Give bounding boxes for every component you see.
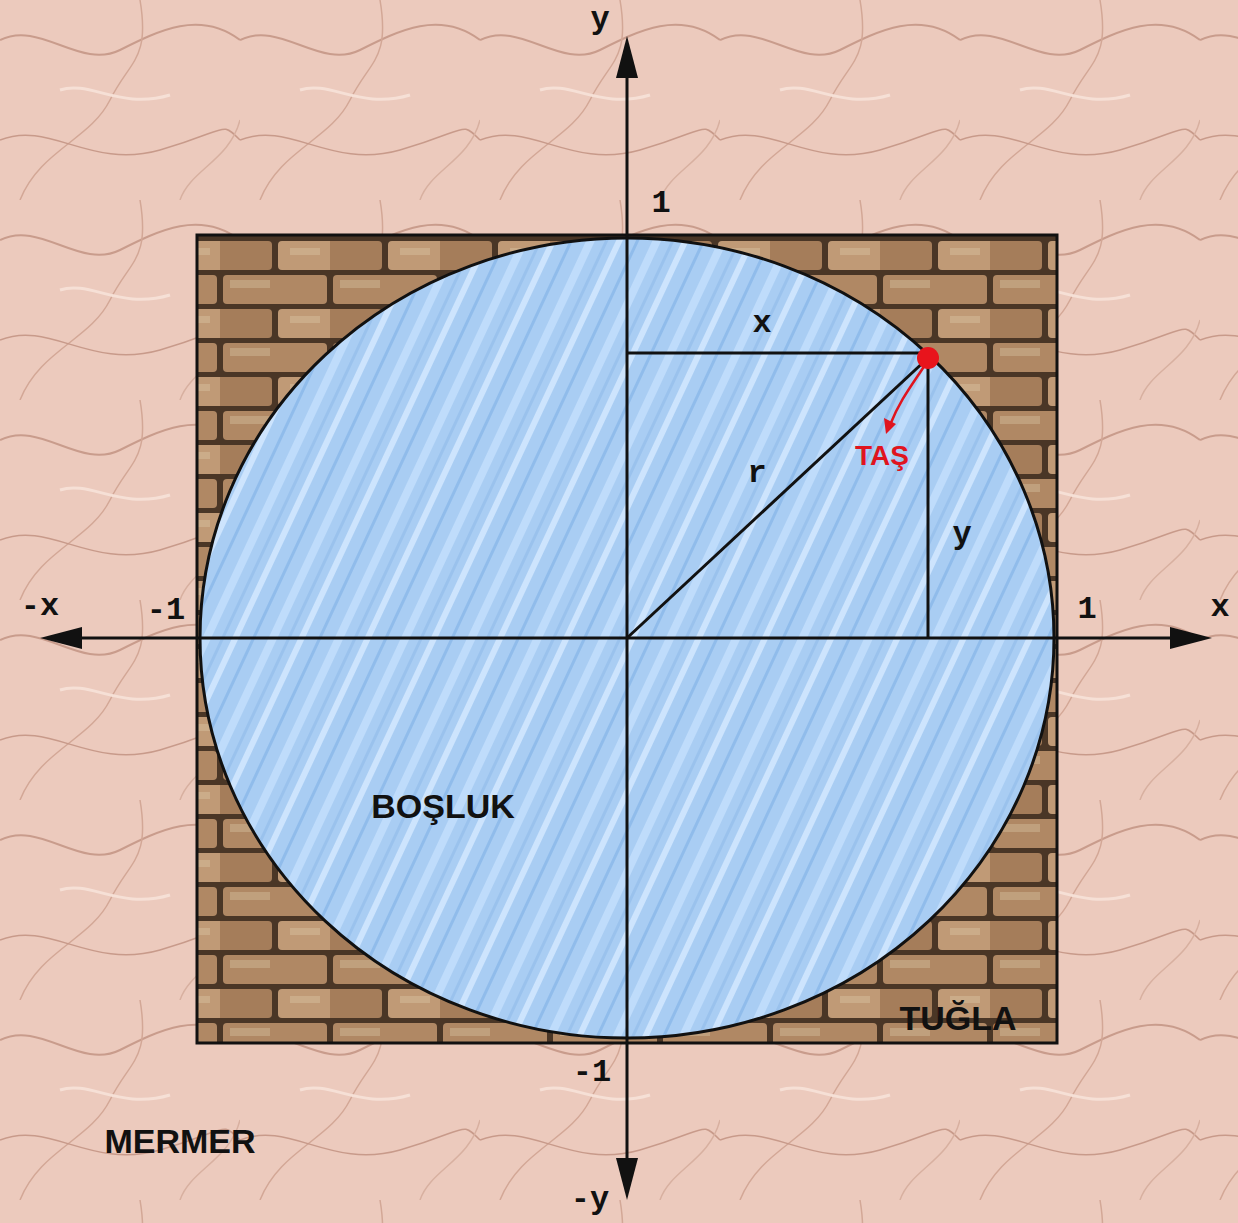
leg-label: x — [752, 308, 771, 340]
stone-arrow — [890, 365, 925, 425]
radius-label: r — [747, 458, 766, 490]
stone-arrowhead — [884, 418, 896, 434]
y-axis — [626, 58, 629, 1178]
leg-label: y — [952, 519, 971, 551]
x-leg — [627, 352, 928, 355]
radius-line — [627, 358, 928, 638]
arrowhead — [40, 627, 82, 649]
y-leg — [927, 358, 930, 638]
ground-label: MERMER — [104, 1124, 255, 1158]
axis-label: x — [1210, 592, 1229, 624]
tick-label: -1 — [147, 595, 185, 627]
arrowhead — [1170, 627, 1212, 649]
brick-square: TUĞLA BOŞLUK — [197, 235, 1057, 1043]
axis-label: -y — [571, 1184, 609, 1216]
stone-dot — [917, 347, 939, 369]
axis-label: -x — [21, 591, 59, 623]
tick-label: -1 — [573, 1057, 611, 1089]
tick-label: 1 — [1077, 594, 1096, 626]
x-axis — [62, 637, 1188, 640]
axis-label: y — [590, 4, 609, 36]
stone-label: TAŞ — [855, 442, 909, 470]
node-text: BOŞLUK — [371, 789, 515, 823]
arrowhead — [616, 1158, 638, 1200]
arrowhead — [616, 36, 638, 78]
node-text: TUĞLA — [899, 1001, 1016, 1035]
void-circle: BOŞLUK — [200, 238, 1054, 1038]
tick-label: 1 — [651, 188, 670, 220]
